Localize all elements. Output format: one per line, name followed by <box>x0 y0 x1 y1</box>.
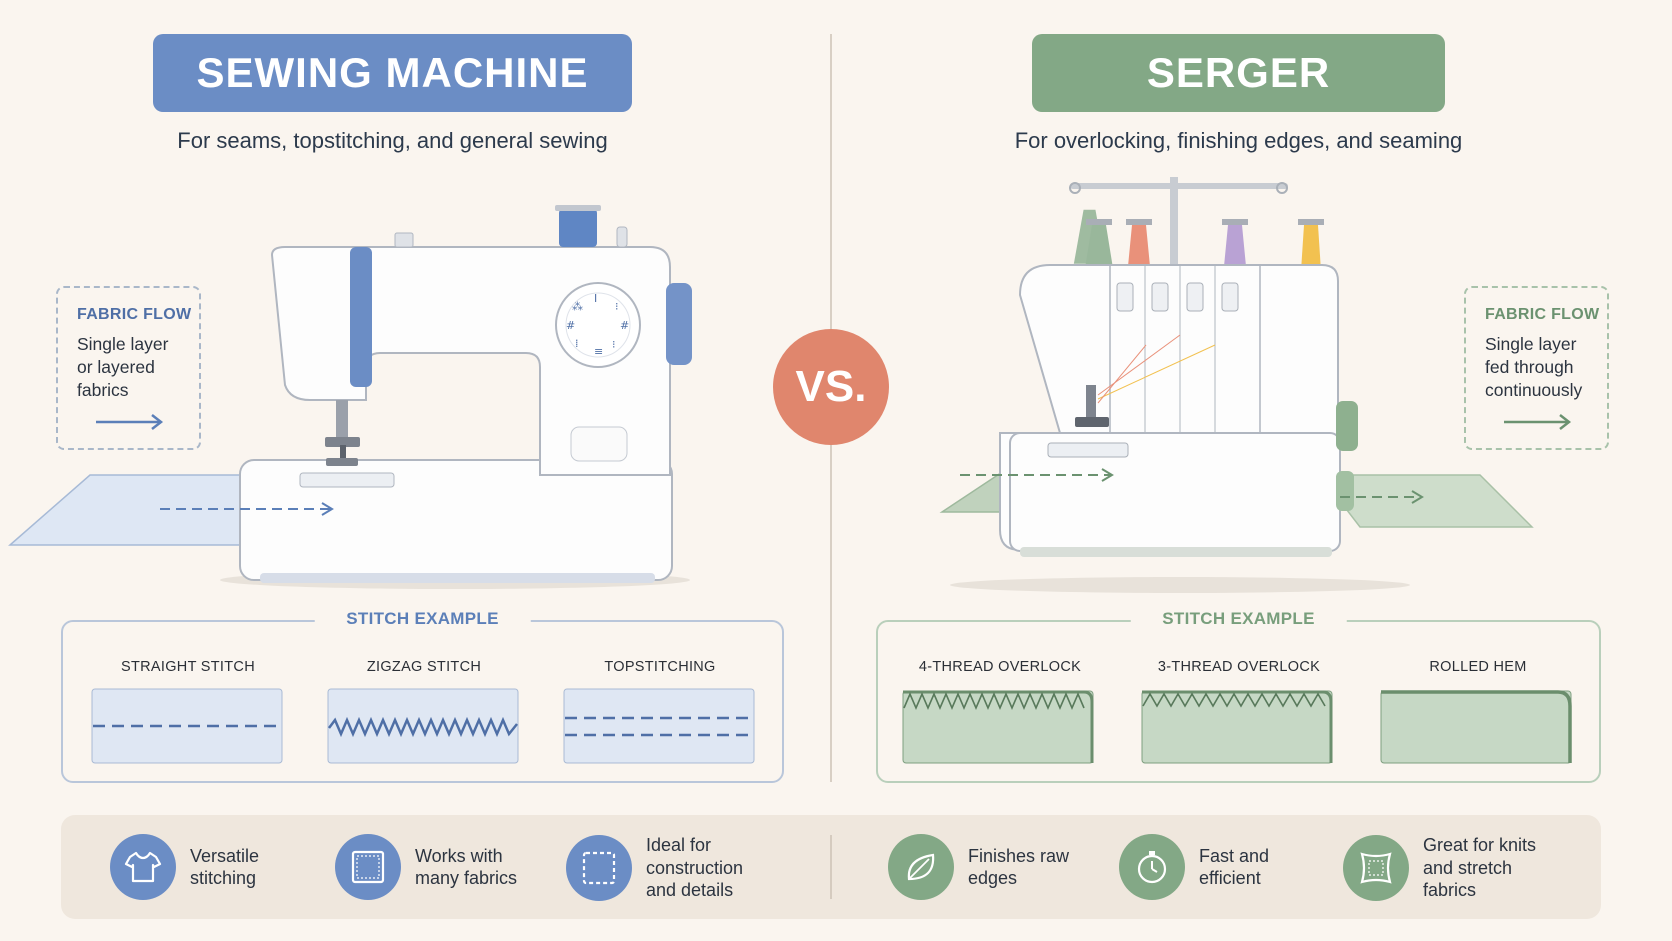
four-thread-overlock-sample <box>902 690 1094 764</box>
feature-finishes: Finishes raw edges <box>888 834 1069 900</box>
svg-text:#: # <box>566 319 575 332</box>
sewing-fabric-flow-title: FABRIC FLOW <box>77 306 192 323</box>
rolled-hem-sample <box>1380 690 1572 764</box>
svg-text:⁝: ⁝ <box>615 300 619 313</box>
svg-text:⁝: ⁝ <box>612 338 616 351</box>
feature-text: Finishes raw edges <box>968 845 1070 889</box>
sewing-machine-illustration: I⁝# ⁝≡⁞ #⁂ <box>8 205 692 589</box>
serger-fabric-flow-box: FABRIC FLOW Single layer fed through con… <box>1464 286 1609 450</box>
serger-fabric-flow-text: Single layer fed through continuously <box>1485 334 1583 400</box>
feature-text: Fast and efficient <box>1199 845 1270 889</box>
serger-title: SERGER <box>1032 34 1445 112</box>
sewing-machine-title: SEWING MACHINE <box>153 34 632 112</box>
fabric-square-icon <box>335 834 401 900</box>
sewing-fabric-flow-text: Single layer or layered fabrics <box>77 334 169 400</box>
svg-text:≡: ≡ <box>594 345 603 358</box>
svg-text:I: I <box>594 292 597 305</box>
features-divider <box>830 835 832 899</box>
serger-illustration <box>939 177 1534 593</box>
sewing-machine-subtitle: For seams, topstitching, and general sew… <box>177 128 608 153</box>
dashed-square-icon <box>566 834 632 901</box>
vs-badge: VS. <box>773 329 889 445</box>
stitch-label-4-thread: 4-THREAD OVERLOCK <box>918 659 1082 675</box>
arrow-right-icon <box>1504 414 1572 430</box>
sewing-fabric-flow-box: FABRIC FLOW Single layer or layered fabr… <box>56 286 201 450</box>
stitch-label-straight: STRAIGHT STITCH <box>121 659 255 675</box>
serger-subtitle: For overlocking, finishing edges, and se… <box>1014 128 1463 153</box>
serger-stitch-example-title: STITCH EXAMPLE <box>1130 609 1347 629</box>
serger-fabric-flow-title: FABRIC FLOW <box>1485 306 1600 323</box>
knit-square-icon <box>1343 834 1409 901</box>
leaf-icon <box>888 834 954 900</box>
stitch-label-rolled-hem: ROLLED HEM <box>1429 659 1527 675</box>
feature-text: Versatile stitching <box>190 845 260 889</box>
stitch-label-3-thread: 3-THREAD OVERLOCK <box>1157 659 1321 675</box>
feature-text: Ideal for construction and details <box>646 835 744 900</box>
zigzag-stitch-sample <box>327 688 519 764</box>
stitch-label-topstitching: TOPSTITCHING <box>604 659 716 675</box>
straight-stitch-sample <box>91 688 283 764</box>
feature-knits: Great for knits and stretch fabrics <box>1343 834 1536 902</box>
stopwatch-icon <box>1119 834 1185 900</box>
tshirt-icon <box>110 834 176 900</box>
feature-fast: Fast and efficient <box>1119 834 1269 900</box>
sewing-stitch-example-panel: STITCH EXAMPLE STRAIGHT STITCH ZIGZAG ST… <box>61 609 784 783</box>
stitch-label-zigzag: ZIGZAG STITCH <box>366 659 482 675</box>
topstitching-sample <box>563 688 755 764</box>
feature-text: Works with many fabrics <box>415 845 518 889</box>
svg-text:⁂: ⁂ <box>572 300 583 313</box>
feature-versatile: Versatile stitching <box>110 834 259 900</box>
feature-fabrics: Works with many fabrics <box>335 834 517 900</box>
svg-text:#: # <box>620 319 629 332</box>
feature-text: Great for knits and stretch fabrics <box>1423 835 1537 900</box>
three-thread-overlock-sample <box>1141 690 1333 764</box>
feature-construction: Ideal for construction and details <box>566 834 743 902</box>
svg-text:⁞: ⁞ <box>575 337 579 350</box>
serger-stitch-example-panel: STITCH EXAMPLE 4-THREAD OVERLOCK 3-THREA… <box>876 609 1601 783</box>
sewing-stitch-example-title: STITCH EXAMPLE <box>314 609 531 629</box>
arrow-right-icon <box>96 414 164 430</box>
